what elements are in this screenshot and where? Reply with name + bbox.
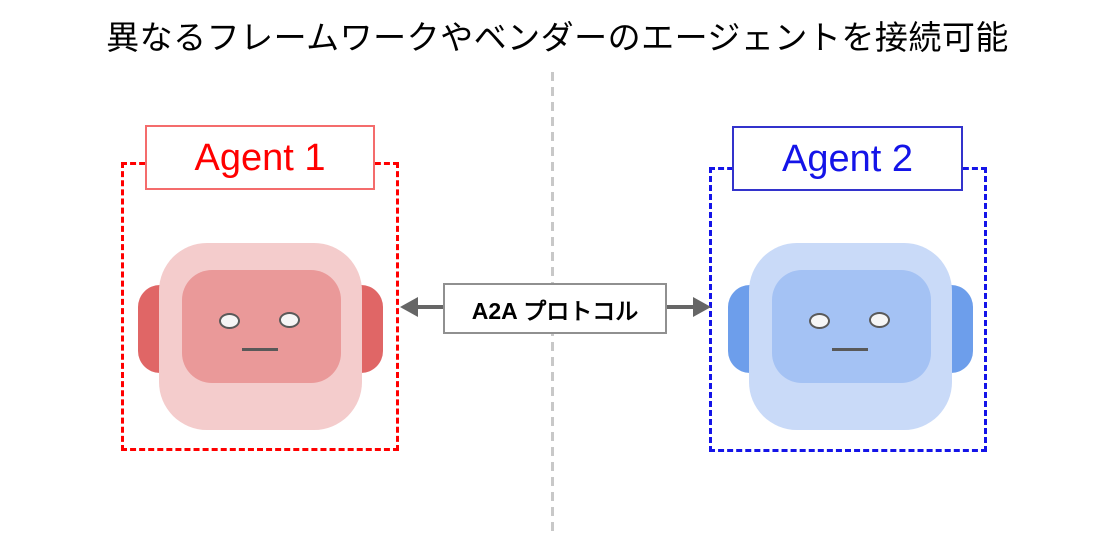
arrow-right-head (693, 297, 711, 317)
agent1-robot-icon (138, 243, 383, 430)
diagram-title: 異なるフレームワークやベンダーのエージェントを接続可能 (106, 19, 1009, 56)
protocol-label-box: A2A プロトコル (443, 283, 667, 334)
arrow-left-head (400, 297, 418, 317)
robot-eye-left-icon (809, 313, 830, 329)
robot-head-icon (749, 243, 952, 430)
robot-eye-right-icon (279, 312, 300, 328)
agent1-label-box: Agent 1 (145, 125, 375, 190)
robot-eye-left-icon (219, 313, 240, 329)
agent2-label-box: Agent 2 (732, 126, 963, 191)
robot-eye-right-icon (869, 312, 890, 328)
protocol-label: A2A プロトコル (471, 297, 639, 324)
robot-face-icon (182, 270, 341, 383)
arrow-left-shaft (412, 305, 444, 309)
arrow-right-icon (667, 297, 711, 317)
robot-mouth-icon (242, 348, 278, 351)
robot-mouth-icon (832, 348, 868, 351)
robot-head-icon (159, 243, 362, 430)
arrow-left-icon (400, 297, 444, 317)
agent2-robot-icon (728, 243, 973, 430)
agent2-label: Agent 2 (782, 137, 913, 180)
arrow-right-shaft (667, 305, 699, 309)
agent1-label: Agent 1 (194, 136, 326, 179)
robot-face-icon (772, 270, 931, 383)
